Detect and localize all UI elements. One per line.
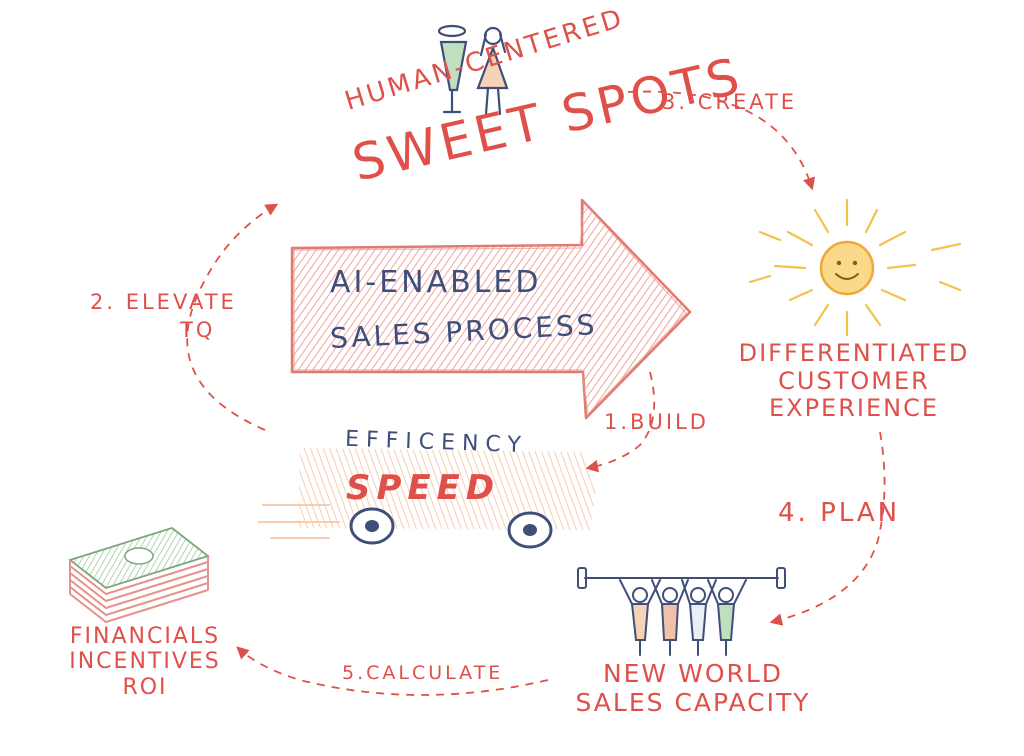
financials-line3: ROI bbox=[122, 674, 168, 700]
capacity-line2: SALES CAPACITY bbox=[575, 687, 811, 717]
speed-label: SPEED bbox=[346, 468, 501, 508]
cycle-arrows bbox=[186, 90, 886, 696]
step-elevate-tq-label: TQ bbox=[180, 318, 216, 342]
step-calculate-label: 5.CALCULATE bbox=[342, 662, 504, 684]
weightlifters-icon bbox=[577, 567, 786, 656]
arrow-text-line1: AI-ENABLED bbox=[330, 265, 542, 300]
step-plan-label: 4. PLAN bbox=[778, 498, 901, 528]
outcome-line1: DIFFERENTIATED bbox=[738, 339, 970, 367]
financials-line1: FINANCIALS bbox=[69, 624, 221, 649]
people-icon bbox=[437, 24, 509, 116]
step-build-label: 1.BUILD bbox=[604, 410, 709, 434]
financials-line2: INCENTIVES bbox=[69, 649, 221, 675]
step-elevate-label: 2. ELEVATE bbox=[90, 290, 237, 314]
step-create-label: 3. CREATE bbox=[662, 90, 798, 114]
capacity-label: NEW WORLD SALES CAPACITY bbox=[568, 659, 818, 718]
car-icon bbox=[258, 448, 596, 549]
big-arrow-shape bbox=[290, 198, 692, 420]
sun-icon bbox=[748, 198, 962, 337]
money-stack-icon bbox=[68, 527, 210, 624]
outcome-line3: EXPERIENCE bbox=[768, 394, 940, 423]
outcome-label: DIFFERENTIATED CUSTOMER EXPERIENCE bbox=[724, 339, 984, 423]
financials-label: FINANCIALS INCENTIVES ROI bbox=[50, 624, 240, 700]
capacity-line1: NEW WORLD bbox=[602, 659, 784, 688]
outcome-line2: CUSTOMER bbox=[778, 366, 930, 395]
